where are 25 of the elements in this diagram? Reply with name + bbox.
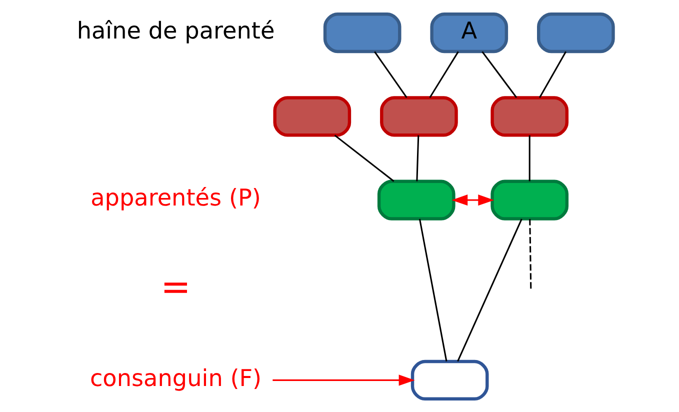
label: apparentés (P) <box>90 185 261 212</box>
node-box <box>490 96 569 136</box>
node-box <box>537 12 615 53</box>
connector <box>418 218 448 361</box>
node-box <box>273 96 352 136</box>
arrow <box>452 194 494 206</box>
label: = <box>160 266 191 308</box>
node-box <box>490 179 569 220</box>
connector <box>528 134 530 181</box>
connector <box>457 218 522 362</box>
node-text: consanguin (F) <box>90 365 262 392</box>
connector <box>529 218 532 288</box>
connector <box>538 50 567 98</box>
node-box <box>410 359 489 400</box>
connector <box>374 50 408 98</box>
node-box: A <box>430 12 508 53</box>
node-box <box>380 96 458 136</box>
connector <box>482 50 518 98</box>
label: haîne de parenté <box>76 18 275 44</box>
arrow <box>272 374 415 386</box>
connector <box>429 50 459 98</box>
connector <box>334 134 394 182</box>
node-box <box>377 179 456 220</box>
connector <box>416 134 420 181</box>
node-box <box>323 12 402 53</box>
